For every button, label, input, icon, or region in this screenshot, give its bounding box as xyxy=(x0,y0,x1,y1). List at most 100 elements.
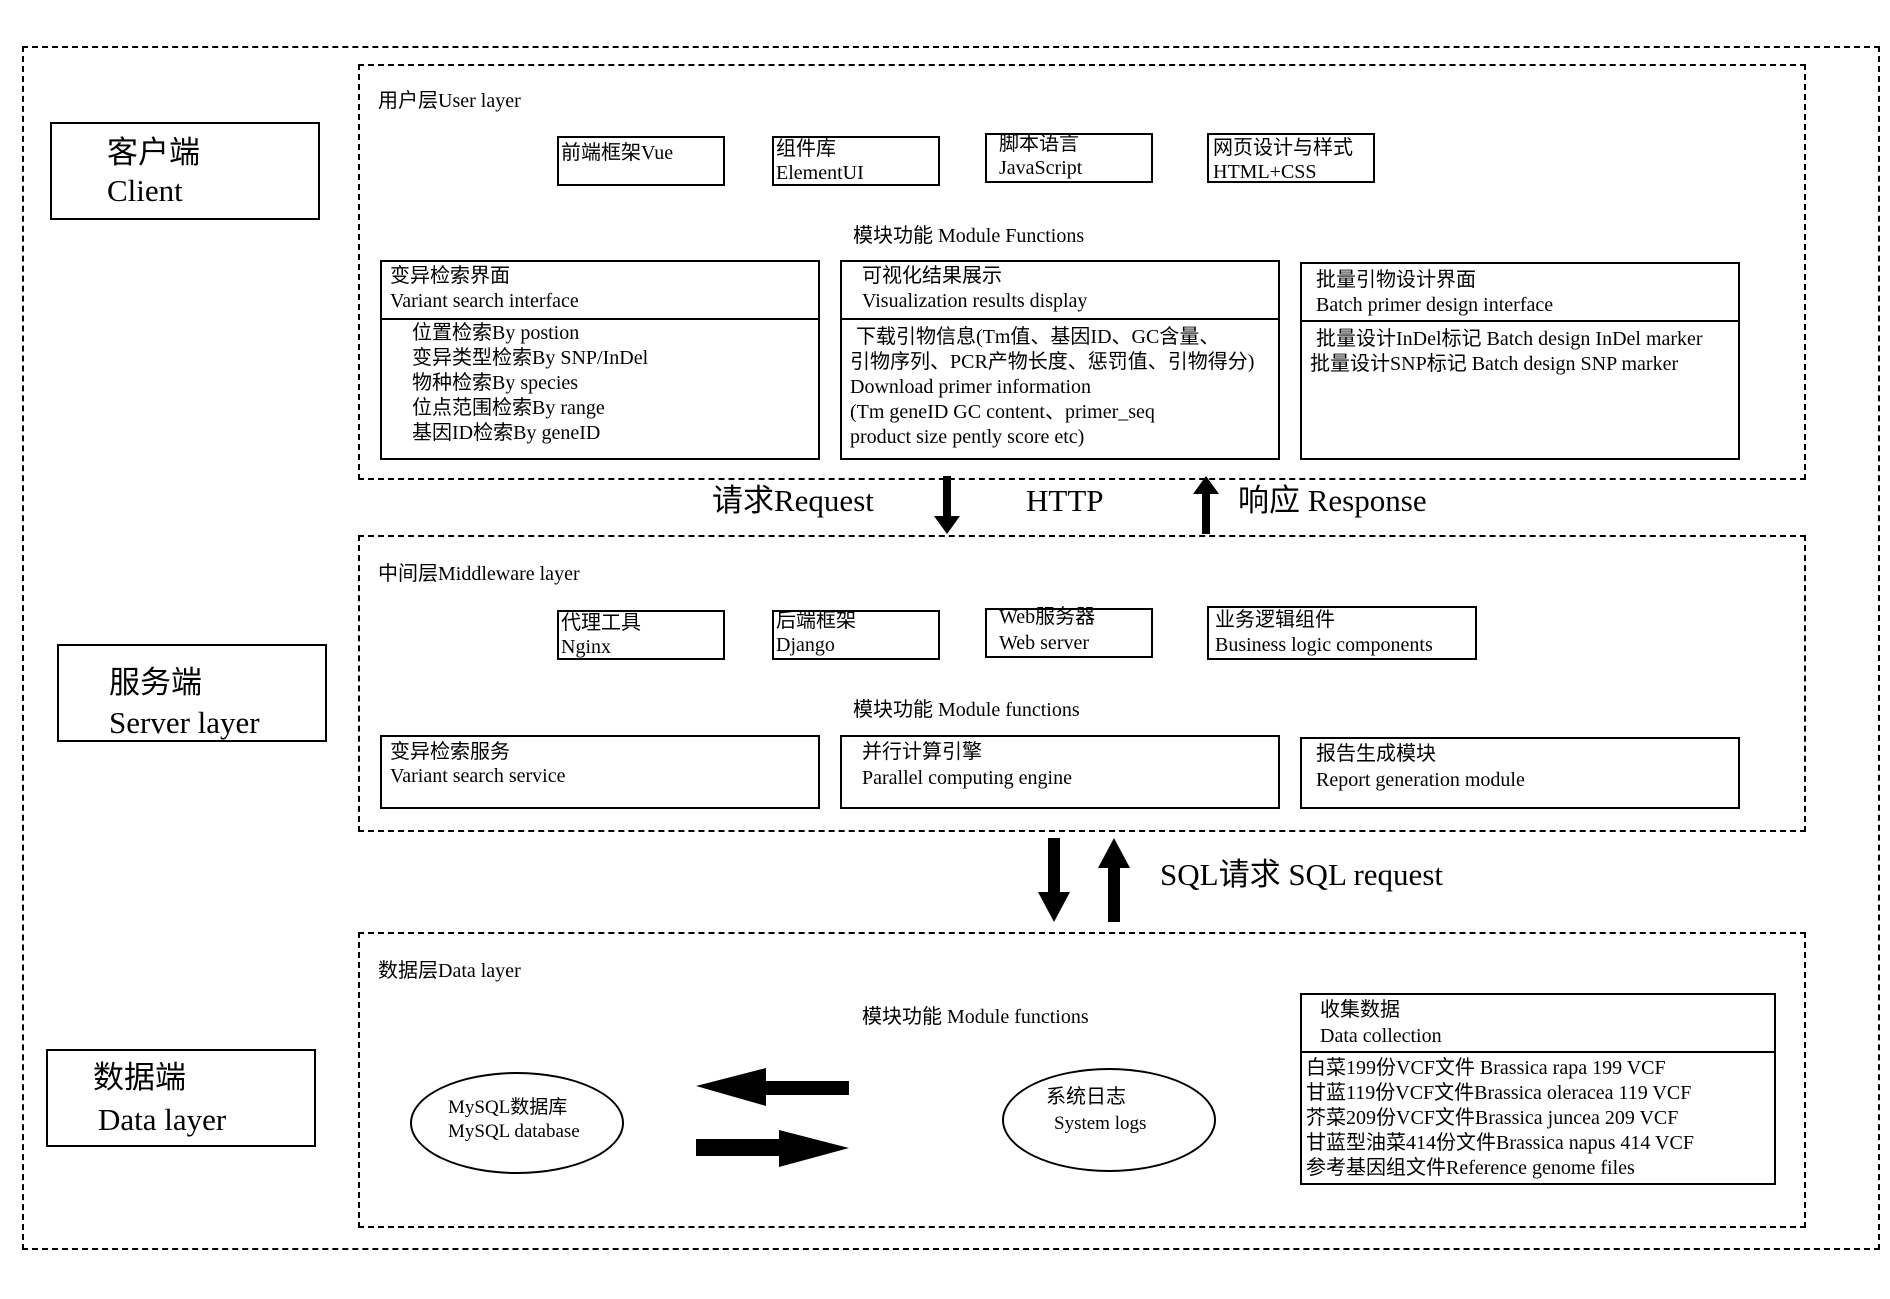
response-up-arrow xyxy=(1193,476,1219,534)
tech-label: 后端框架 xyxy=(776,610,856,632)
data-module-title: 模块功能 Module functions xyxy=(862,1006,1089,1028)
panel-title-en: Data collection xyxy=(1320,1025,1442,1047)
tier-data-zh: 数据端 xyxy=(93,1060,186,1095)
panel-title-zh: 收集数据 xyxy=(1320,999,1400,1021)
list-item: product size pently score etc) xyxy=(850,426,1085,448)
user-module-title: 模块功能 Module Functions xyxy=(853,225,1085,247)
variant-search-interface: 变异检索界面 Variant search interface 位置检索By p… xyxy=(380,260,820,460)
tech-box-javascript: 脚本语言 JavaScript xyxy=(985,133,1153,183)
tier-server-en: Server layer xyxy=(109,705,260,740)
sql-up-arrow xyxy=(1098,838,1130,922)
sql-request-label: SQL请求 SQL request xyxy=(1160,857,1443,892)
list-item: (Tm geneID GC content、primer_seq xyxy=(850,401,1155,423)
module-title-zh: 变异检索服务 xyxy=(390,741,510,763)
list-item: Download primer information xyxy=(850,376,1092,398)
list-item: 批量设计InDel标记 Batch design InDel marker xyxy=(1316,328,1703,350)
panel-title-zh: 变异检索界面 xyxy=(390,265,510,287)
tier-data: 数据端 Data layer xyxy=(46,1049,316,1147)
middleware-layer-title: 中间层Middleware layer xyxy=(378,563,580,585)
tech-box-nginx: 代理工具 Nginx xyxy=(557,610,725,660)
panel-title-en: Batch primer design interface xyxy=(1316,294,1554,316)
user-layer-frame xyxy=(358,64,1806,480)
list-item: 位点范围检索By range xyxy=(412,397,605,419)
tech-box-vue: 前端框架Vue xyxy=(557,136,725,186)
list-item: 白菜199份VCF文件 Brassica rapa 199 VCF xyxy=(1306,1057,1666,1079)
module-title-zh: 报告生成模块 xyxy=(1316,743,1436,765)
data-collection: 收集数据 Data collection 白菜199份VCF文件 Brassic… xyxy=(1300,993,1776,1185)
tech-sublabel: Django xyxy=(776,634,835,656)
panel-title-en: Variant search interface xyxy=(390,290,579,312)
list-item: 参考基因组文件Reference genome files xyxy=(1306,1157,1635,1179)
tech-box-elementui: 组件库 ElementUI xyxy=(772,136,940,186)
logs-label: 系统日志 xyxy=(1046,1086,1126,1108)
tech-box-django: 后端框架 Django xyxy=(772,610,940,660)
list-item: 下载引物信息(Tm值、基因ID、GC含量、 xyxy=(856,326,1220,348)
right-arrow xyxy=(696,1130,849,1167)
module-title-en: Report generation module xyxy=(1316,769,1525,791)
tech-sublabel: JavaScript xyxy=(999,157,1083,179)
tech-label: 代理工具 xyxy=(561,612,641,634)
module-title-zh: 并行计算引擎 xyxy=(862,741,982,763)
list-item: 位置检索By postion xyxy=(412,322,580,344)
visualization-results-display: 可视化结果展示 Visualization results display 下载… xyxy=(840,260,1280,460)
sql-down-arrow xyxy=(1038,838,1070,922)
panel-header: 可视化结果展示 Visualization results display xyxy=(842,262,1278,320)
tech-sublabel: Web server xyxy=(999,632,1090,654)
response-label: 响应 Response xyxy=(1238,483,1427,518)
tier-client: 客户端 Client xyxy=(50,122,320,220)
tier-server-zh: 服务端 xyxy=(109,665,202,700)
panel-header: 收集数据 Data collection xyxy=(1302,995,1774,1053)
middleware-layer-frame xyxy=(358,535,1806,832)
module-title-en: Variant search service xyxy=(390,765,566,787)
list-item: 引物序列、PCR产物长度、惩罚值、引物得分) xyxy=(850,351,1255,373)
list-item: 基因ID检索By geneID xyxy=(412,422,601,444)
tech-box-business-logic: 业务逻辑组件 Business logic components xyxy=(1207,606,1477,660)
data-flow-arrows xyxy=(696,1068,849,1167)
tech-box-html-css: 网页设计与样式 HTML+CSS xyxy=(1207,133,1375,183)
tier-client-en: Client xyxy=(107,173,183,208)
list-item: 批量设计SNP标记 Batch design SNP marker xyxy=(1310,353,1679,375)
list-item: 甘蓝型油菜414份文件Brassica napus 414 VCF xyxy=(1306,1132,1694,1154)
panel-header: 批量引物设计界面 Batch primer design interface xyxy=(1302,264,1738,322)
request-down-arrow xyxy=(934,476,960,534)
panel-title-zh: 可视化结果展示 xyxy=(862,265,1002,287)
tech-box-web-server: Web服务器 Web server xyxy=(985,606,1153,658)
tech-sublabel: Business logic components xyxy=(1215,634,1433,656)
list-item: 芥菜209份VCF文件Brassica juncea 209 VCF xyxy=(1306,1107,1679,1129)
db-sublabel: MySQL database xyxy=(448,1121,580,1142)
data-layer-frame xyxy=(358,932,1806,1228)
variant-search-service: 变异检索服务 Variant search service xyxy=(380,735,820,809)
data-layer-title: 数据层Data layer xyxy=(378,960,521,982)
module-title-en: Parallel computing engine xyxy=(862,767,1072,789)
list-item: 物种检索By species xyxy=(412,372,579,394)
db-label: MySQL数据库 xyxy=(448,1097,568,1118)
tech-sublabel: ElementUI xyxy=(776,162,864,184)
batch-primer-design-interface: 批量引物设计界面 Batch primer design interface 批… xyxy=(1300,262,1740,460)
panel-header: 变异检索界面 Variant search interface xyxy=(382,262,818,320)
parallel-computing-engine: 并行计算引擎 Parallel computing engine xyxy=(840,735,1280,809)
tech-label: 网页设计与样式 xyxy=(1213,137,1353,159)
tech-label: 脚本语言 xyxy=(999,133,1079,155)
middleware-module-title: 模块功能 Module functions xyxy=(853,699,1080,721)
left-arrow xyxy=(696,1068,849,1106)
list-item: 变异类型检索By SNP/InDel xyxy=(412,347,649,369)
system-logs: 系统日志 System logs xyxy=(1002,1068,1216,1172)
mysql-database: MySQL数据库 MySQL database xyxy=(410,1072,624,1174)
tech-label: 业务逻辑组件 xyxy=(1215,609,1335,631)
tier-server: 服务端 Server layer xyxy=(57,644,327,742)
list-item: 甘蓝119份VCF文件Brassica oleracea 119 VCF xyxy=(1306,1082,1692,1104)
panel-title-zh: 批量引物设计界面 xyxy=(1316,269,1476,291)
report-generation-module: 报告生成模块 Report generation module xyxy=(1300,737,1740,809)
http-label: HTTP xyxy=(1026,483,1104,518)
tier-client-zh: 客户端 xyxy=(107,135,200,170)
logs-sublabel: System logs xyxy=(1054,1113,1147,1134)
outer-frame xyxy=(22,46,1880,1250)
tech-sublabel: Nginx xyxy=(561,636,611,658)
request-label: 请求Request xyxy=(712,483,874,518)
tech-label: 前端框架Vue xyxy=(561,142,674,164)
tech-label: Web服务器 xyxy=(999,606,1096,628)
tech-label: 组件库 xyxy=(776,138,836,160)
tier-data-en: Data layer xyxy=(98,1102,227,1137)
panel-title-en: Visualization results display xyxy=(862,290,1088,312)
